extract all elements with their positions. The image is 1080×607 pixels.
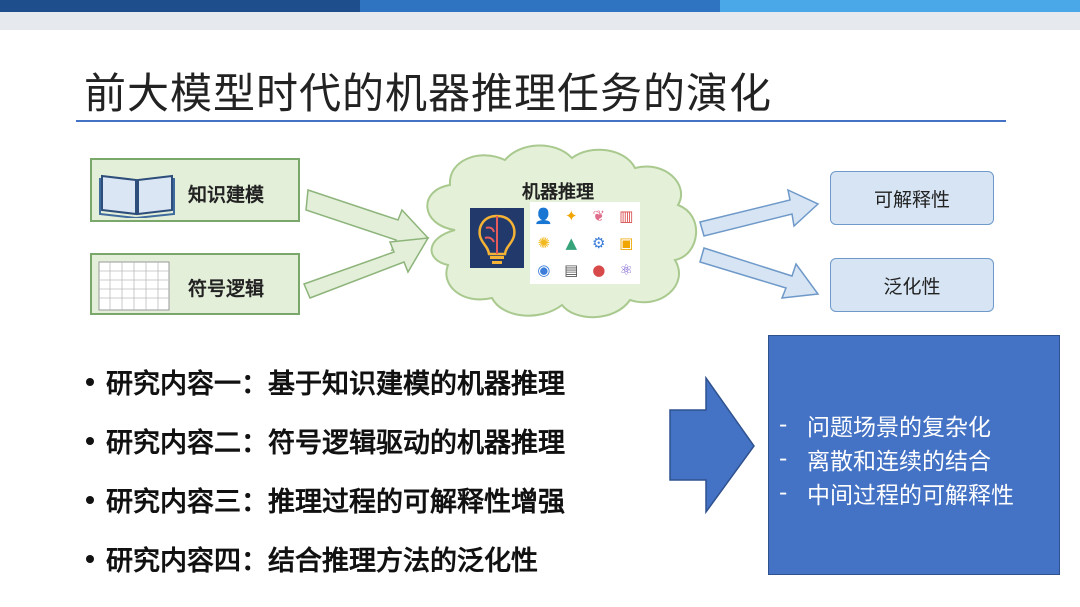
top-banner <box>0 0 1080 30</box>
bullet-dot <box>86 377 94 386</box>
input-label-symbolic-logic: 符号逻辑 <box>188 278 265 300</box>
bullet-dot <box>86 554 94 563</box>
slide-title: 前大模型时代的机器推理任务的演化 <box>84 69 773 118</box>
certificate-icon: ▣ <box>619 233 634 252</box>
globe-icon: ◉ <box>537 261 551 280</box>
bullet-dot <box>86 436 94 445</box>
input-label-knowledge-modeling: 知识建模 <box>188 184 265 206</box>
input-box-knowledge-modeling: 知识建模 <box>90 158 300 222</box>
bullet-dot <box>86 495 94 504</box>
book-icon <box>99 174 175 218</box>
research-item-text: 研究内容一：基于知识建模的机器推理 <box>106 369 565 400</box>
document-icon: ▤ <box>564 261 579 280</box>
research-item-text: 研究内容三：推理过程的可解释性增强 <box>106 487 565 518</box>
output-box-interpretability: 可解释性 <box>830 171 994 225</box>
title-underline <box>76 120 1006 122</box>
graduation-cap-icon: ▲ <box>565 233 578 252</box>
research-item: 研究内容二：符号逻辑驱动的机器推理 <box>86 411 565 470</box>
puzzle-icon: ✦ <box>564 206 578 225</box>
lightbulb-icon: ✺ <box>537 233 551 252</box>
output-label-interpretability: 可解释性 <box>873 188 950 211</box>
research-item-text: 研究内容二：符号逻辑驱动的机器推理 <box>106 428 565 459</box>
reasoning-icon-grid: 👤 ✦ ❦ ▥ ✺ ▲ ⚙ ▣ ◉ ▤ ● ⚛ <box>530 202 640 284</box>
input-arrow-2 <box>302 237 430 299</box>
challenge-item: - 离散和连续的结合 <box>779 442 1014 476</box>
big-right-arrow <box>669 376 755 515</box>
brain-icon: ❦ <box>592 206 606 225</box>
challenges-box: - 问题场景的复杂化 - 离散和连续的结合 - 中间过程的可解释性 <box>768 335 1060 575</box>
challenge-text: 问题场景的复杂化 <box>807 415 991 441</box>
head-gear-icon: ⚙ <box>592 233 606 252</box>
challenge-text: 离散和连续的结合 <box>807 449 991 475</box>
book-icon: ▥ <box>619 206 634 225</box>
output-arrow-2 <box>699 247 820 299</box>
input-box-symbolic-logic: 符号逻辑 <box>90 253 300 315</box>
challenge-item: - 中间过程的可解释性 <box>779 476 1014 510</box>
challenges-list: - 问题场景的复杂化 - 离散和连续的结合 - 中间过程的可解释性 <box>779 408 1014 510</box>
research-item: 研究内容四：结合推理方法的泛化性 <box>86 529 565 588</box>
dash-marker: - <box>779 446 788 472</box>
challenge-item: - 问题场景的复杂化 <box>779 408 1014 442</box>
brain-lightbulb-icon <box>470 208 524 268</box>
medal-icon: ● <box>592 261 606 280</box>
banner-segment-light <box>720 0 1080 12</box>
research-list: 研究内容一：基于知识建模的机器推理 研究内容二：符号逻辑驱动的机器推理 研究内容… <box>86 352 565 588</box>
output-arrow-1 <box>699 188 820 237</box>
banner-segment-dark <box>0 0 360 12</box>
research-item: 研究内容一：基于知识建模的机器推理 <box>86 352 565 411</box>
person-icon: 👤 <box>534 206 554 225</box>
output-label-generalization: 泛化性 <box>883 275 941 298</box>
atom-icon: ⚛ <box>619 261 633 280</box>
banner-segment-mid <box>360 0 720 12</box>
dash-marker: - <box>779 412 788 438</box>
output-box-generalization: 泛化性 <box>830 258 994 312</box>
dash-marker: - <box>779 480 788 506</box>
cloud-label-machine-reasoning: 机器推理 <box>522 182 594 203</box>
research-item: 研究内容三：推理过程的可解释性增强 <box>86 470 565 529</box>
logic-table-icon <box>98 261 170 311</box>
research-item-text: 研究内容四：结合推理方法的泛化性 <box>106 546 538 577</box>
challenge-text: 中间过程的可解释性 <box>807 483 1014 509</box>
